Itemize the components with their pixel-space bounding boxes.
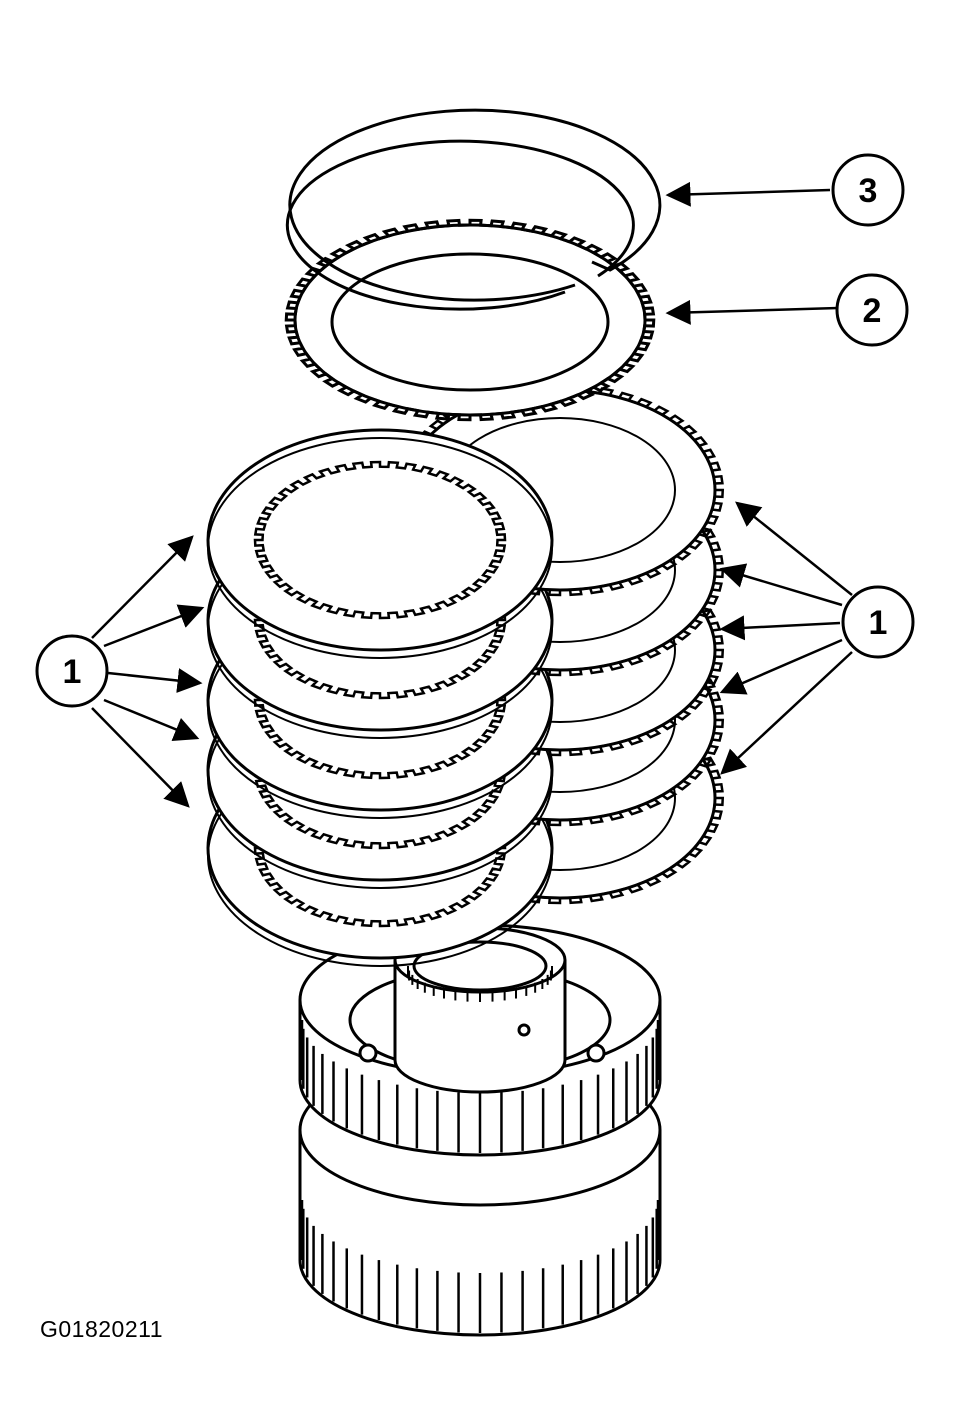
svg-text:2: 2 [863,292,882,330]
clutch-plate-stack [206,383,725,967]
callout-clutch-plates-right: 1 [841,585,915,659]
friction-plate-edge [207,437,553,659]
friction-plate-teeth [253,460,507,620]
backing-plate-teeth [284,218,656,422]
snap-ring [288,108,662,302]
hub-splines [300,966,660,1333]
backing-plate-and-snap-ring [284,108,662,422]
callout-backing-plate: 2 [835,273,909,347]
svg-text:1: 1 [63,653,82,691]
callout-clutch-plates-left: 1 [35,634,109,708]
callout-leaders [91,181,853,808]
figure-code: G01820211 [40,1316,164,1342]
snap-ring-inner [285,139,635,311]
callout-snap-ring: 3 [831,153,905,227]
backing-plate-inner [330,252,610,392]
svg-text:1: 1 [869,604,888,642]
svg-text:3: 3 [859,172,878,210]
